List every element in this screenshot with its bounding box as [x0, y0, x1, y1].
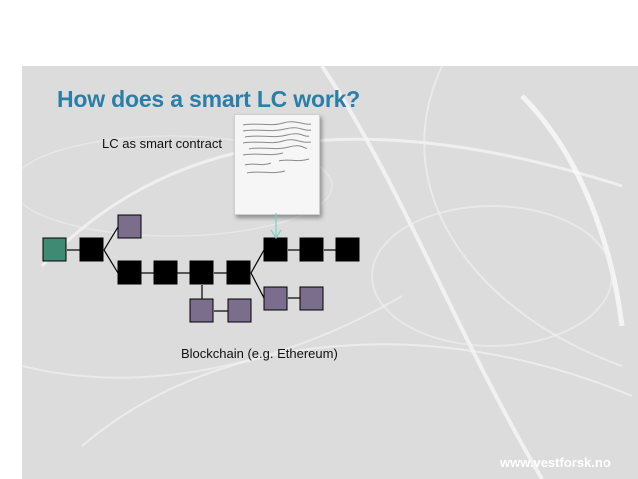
block-fork-bottom-1	[189, 298, 214, 323]
block-b7	[299, 237, 324, 262]
block-b1	[79, 237, 104, 262]
block-fork-top	[117, 214, 142, 239]
block-fork-right-1	[263, 286, 288, 311]
blocks	[42, 214, 360, 323]
block-b5	[226, 260, 251, 285]
document-scribble	[242, 121, 312, 174]
block-fork-bottom-2	[227, 298, 252, 323]
lc-label: LC as smart contract	[102, 136, 222, 151]
block-b8	[335, 237, 360, 262]
block-b6	[263, 237, 288, 262]
footer-url: www.vestforsk.no	[500, 455, 611, 470]
background-swirls	[22, 66, 633, 479]
block-b2	[117, 260, 142, 285]
block-genesis	[42, 237, 67, 262]
block-b3	[153, 260, 178, 285]
letter-of-credit-document	[234, 114, 320, 215]
document-arrow	[270, 213, 282, 240]
connector	[103, 226, 119, 251]
connector	[103, 249, 119, 274]
block-b4	[189, 260, 214, 285]
connector	[250, 272, 265, 299]
slide-title: How does a smart LC work?	[57, 86, 361, 112]
block-fork-right-2	[299, 286, 324, 311]
connectors	[67, 226, 336, 312]
blockchain-label: Blockchain (e.g. Ethereum)	[181, 346, 338, 361]
connector	[250, 249, 265, 274]
